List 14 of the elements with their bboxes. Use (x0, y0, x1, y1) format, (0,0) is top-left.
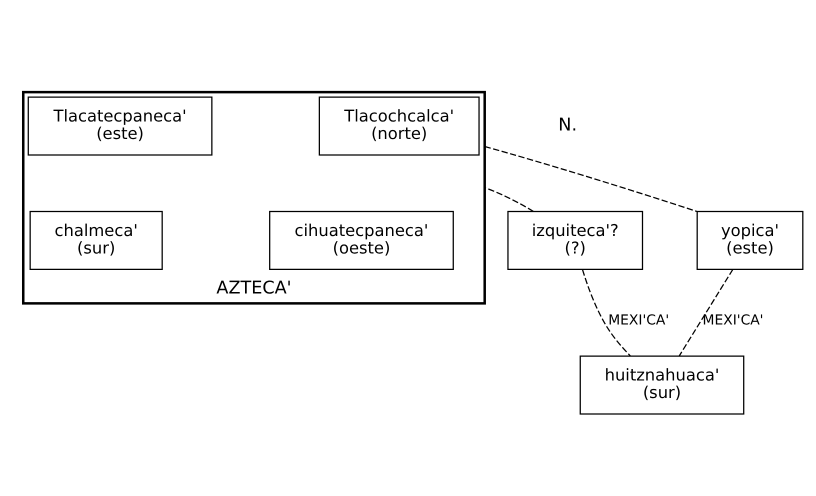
connector (678, 269, 734, 356)
node-box: chalmeca' (sur) (30, 210, 163, 270)
node-box: huitznahuaca' (sur) (580, 356, 744, 415)
connector (484, 187, 534, 212)
connector (582, 269, 631, 356)
label: N. (558, 116, 578, 136)
node-box: cihuatecpaneca' (oeste) (269, 210, 454, 270)
edge-label: MEXI'CA' (608, 312, 670, 328)
node-box: Tlacatecpaneca' (este) (28, 96, 212, 156)
node-box: izquiteca'? (?) (507, 210, 644, 270)
node-box: Tlacochcalca' (norte) (318, 96, 480, 156)
node-box: yopica' (este) (696, 210, 804, 270)
edge-label: MEXI'CA' (702, 312, 764, 328)
connector (484, 146, 698, 212)
